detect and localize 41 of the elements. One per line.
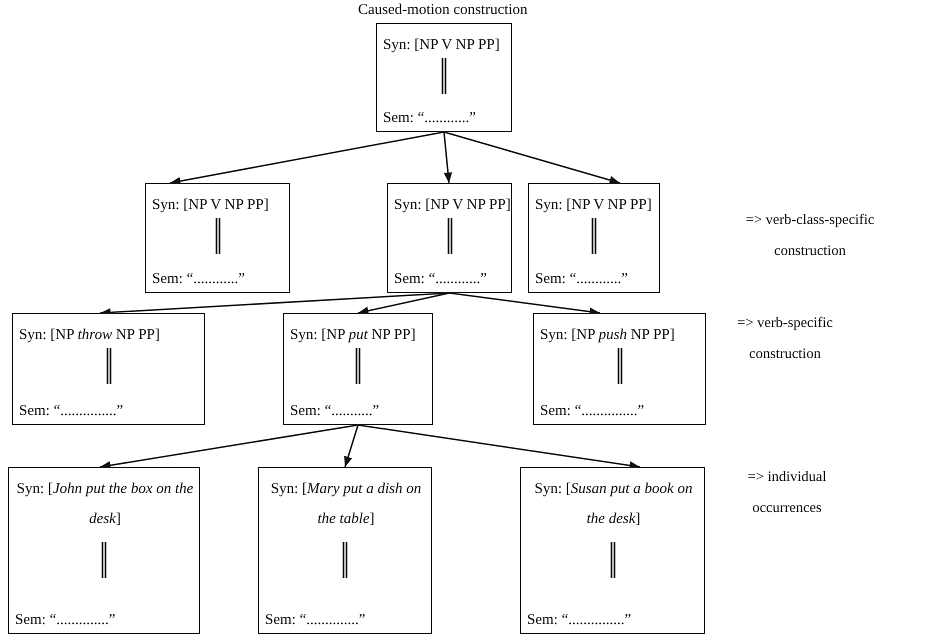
construction-box [533,313,706,425]
construction-box [145,183,290,293]
semantics-text: Sem: “............” [535,271,628,288]
arrow [358,424,640,470]
construction-box [258,467,432,634]
arrow [344,424,359,468]
syntax-text: Syn: [Susan put a book on the desk] [534,480,694,529]
construction-box [528,183,660,293]
syntax-text: Syn: [Mary put a dish on the table] [270,480,422,529]
semantics-text: Sem: “...........” [290,403,380,420]
arrow [449,292,600,316]
construction-box [376,23,512,132]
semantics-text: Sem: “............” [383,110,476,127]
semantics-text: Sem: “...............” [527,612,632,629]
semantics-text: Sem: “..............” [265,612,366,629]
construction-box [520,467,705,634]
semantics-text: Sem: “............” [152,271,245,288]
construction-box [387,183,512,293]
diagram-title: Caused-motion construction [358,2,528,19]
arrow [358,292,450,315]
arrow [100,424,358,470]
syntax-text: Syn: [NP V NP PP] [152,196,270,215]
syntax-text: Syn: [NP put NP PP] [290,326,417,345]
semantics-text: Sem: “............” [394,271,487,288]
arrow [170,131,444,186]
arrow [443,132,452,184]
syntax-text: Syn: [NP V NP PP] [383,36,501,55]
construction-box [12,313,205,425]
syntax-text: Syn: [NP throw NP PP] [19,326,161,345]
level-annotation: => individual occurrences [746,468,828,518]
construction-box [8,467,200,634]
syntax-text: Syn: [NP push NP PP] [540,326,676,345]
syntax-text: Syn: [John put the box on the desk] [16,480,194,529]
semantics-text: Sem: “...............” [540,403,644,420]
level-annotation: => verb-class-specific construction [745,211,875,261]
construction-box [283,313,433,425]
semantics-text: Sem: “...............” [19,403,124,420]
syntax-text: Syn: [NP V NP PP] [535,196,653,215]
semantics-text: Sem: “..............” [15,612,116,629]
level-annotation: => verb-specific construction [736,314,834,364]
arrow [444,131,620,184]
